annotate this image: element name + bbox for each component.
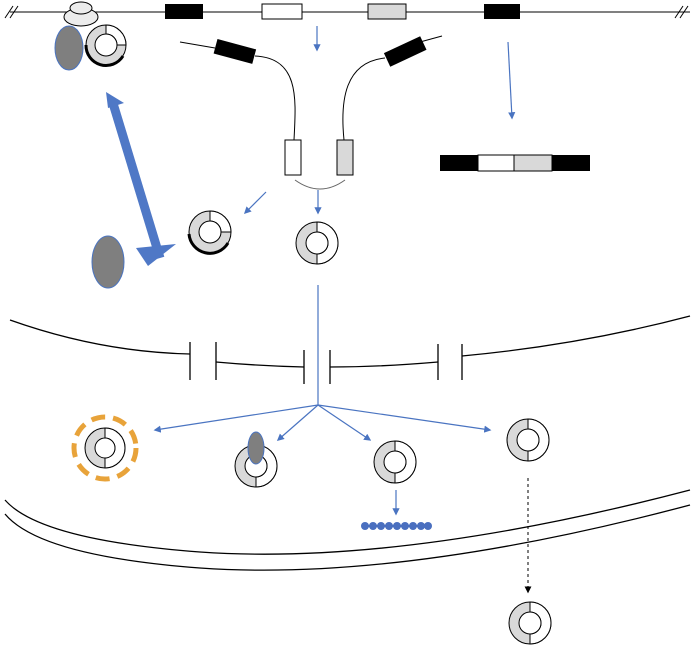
arrow-to-protein-a [243, 191, 267, 215]
exon-white [261, 3, 303, 20]
oval-icon-top [54, 25, 84, 71]
ring-protein-icon-a [187, 210, 232, 255]
thick-double-arrow [107, 98, 165, 260]
membrane [9, 315, 691, 384]
exon-black-1 [165, 4, 203, 19]
pre-mrna [179, 35, 443, 190]
bead-chain-icon [361, 522, 432, 530]
ring-protein-icon-secreted [508, 601, 552, 645]
ribosome-icon [63, 1, 99, 27]
ring-protein-icon-d [506, 418, 550, 462]
dna-strand [4, 3, 690, 20]
arrow-right-exon [507, 41, 516, 120]
ring-protein-icon-top [84, 24, 127, 67]
ring-protein-icon-c [373, 440, 417, 484]
outer-membrane [4, 489, 691, 571]
ring-protein-icon-b [295, 221, 339, 265]
ring-protein-icon-oval [234, 431, 278, 488]
exon-black-2 [484, 4, 520, 19]
oval-icon-lower [91, 235, 125, 289]
arrow-fan-1 [153, 404, 319, 433]
arrow-fan-2 [276, 404, 319, 441]
mature-mrna [440, 154, 590, 172]
arrow-fan-3 [317, 404, 372, 441]
ring-protein-icon-dashed [71, 414, 139, 482]
exon-light [367, 3, 407, 20]
arrow-fan-4 [317, 404, 492, 433]
